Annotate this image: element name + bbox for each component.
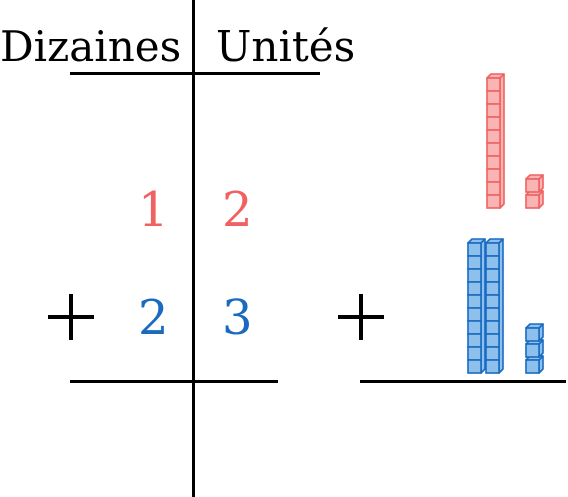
header-underline (70, 72, 320, 75)
plus-sign-right (338, 294, 384, 340)
unit-cube (525, 339, 544, 358)
second-number-units-digit: 3 (222, 290, 253, 346)
first-number-tens-digit: 1 (138, 182, 169, 238)
plus-sign-left (48, 294, 94, 340)
first-number-units-digit: 2 (222, 182, 253, 238)
sum-line-left (70, 380, 278, 383)
unit-cubes (525, 174, 544, 209)
unit-cube (525, 174, 544, 193)
unit-cube (525, 355, 544, 374)
second-number-blocks (467, 238, 544, 374)
ten-rod (485, 238, 504, 374)
table-vertical-divider (192, 0, 195, 497)
header-units: Unités (216, 22, 356, 71)
unit-cube (525, 190, 544, 209)
ten-rod (486, 73, 505, 209)
unit-cube (525, 323, 544, 342)
unit-cubes (525, 323, 544, 374)
sum-line-right (360, 380, 566, 383)
header-tens: Dizaines (0, 22, 182, 71)
second-number-tens-digit: 2 (138, 290, 169, 346)
first-number-blocks (486, 73, 544, 209)
ten-rod (467, 238, 486, 374)
